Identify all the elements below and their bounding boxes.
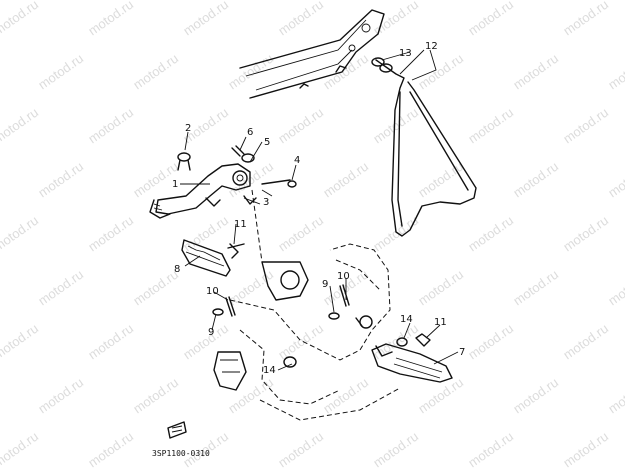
callout-9b: 9: [322, 279, 328, 290]
callout-5: 5: [264, 137, 270, 148]
diagram-code: 3SP1100-0310: [152, 449, 210, 458]
callout-8: 8: [174, 264, 180, 275]
frame-rail: [239, 9, 385, 99]
callout-3: 3: [263, 197, 269, 208]
callout-labels: 1 2 3 4 5 6 7 8 9 9 10 10 11 11 12 13 14…: [172, 41, 465, 376]
callout-4: 4: [294, 155, 300, 166]
callout-1: 1: [172, 179, 178, 190]
callout-2: 2: [185, 123, 191, 134]
callout-6: 6: [247, 127, 253, 138]
lower-frame: [213, 243, 401, 421]
callout-9a: 9: [208, 327, 214, 338]
bolts: [212, 284, 350, 320]
leader-lines: [180, 49, 459, 371]
callout-14b: 14: [263, 365, 276, 376]
callout-7: 7: [459, 347, 465, 358]
callout-10a: 10: [206, 286, 219, 297]
callout-10b: 10: [337, 271, 350, 282]
callout-11b: 11: [434, 317, 447, 328]
right-footrest: [371, 333, 453, 383]
callout-11a: 11: [234, 219, 247, 230]
left-footrest: [181, 239, 245, 277]
callout-12: 12: [425, 41, 438, 52]
callout-14a: 14: [400, 314, 413, 325]
callout-13: 13: [399, 48, 412, 59]
side-stand: [371, 57, 477, 237]
front-arrow-icon: [167, 421, 187, 439]
brake-pedal: [149, 145, 297, 263]
